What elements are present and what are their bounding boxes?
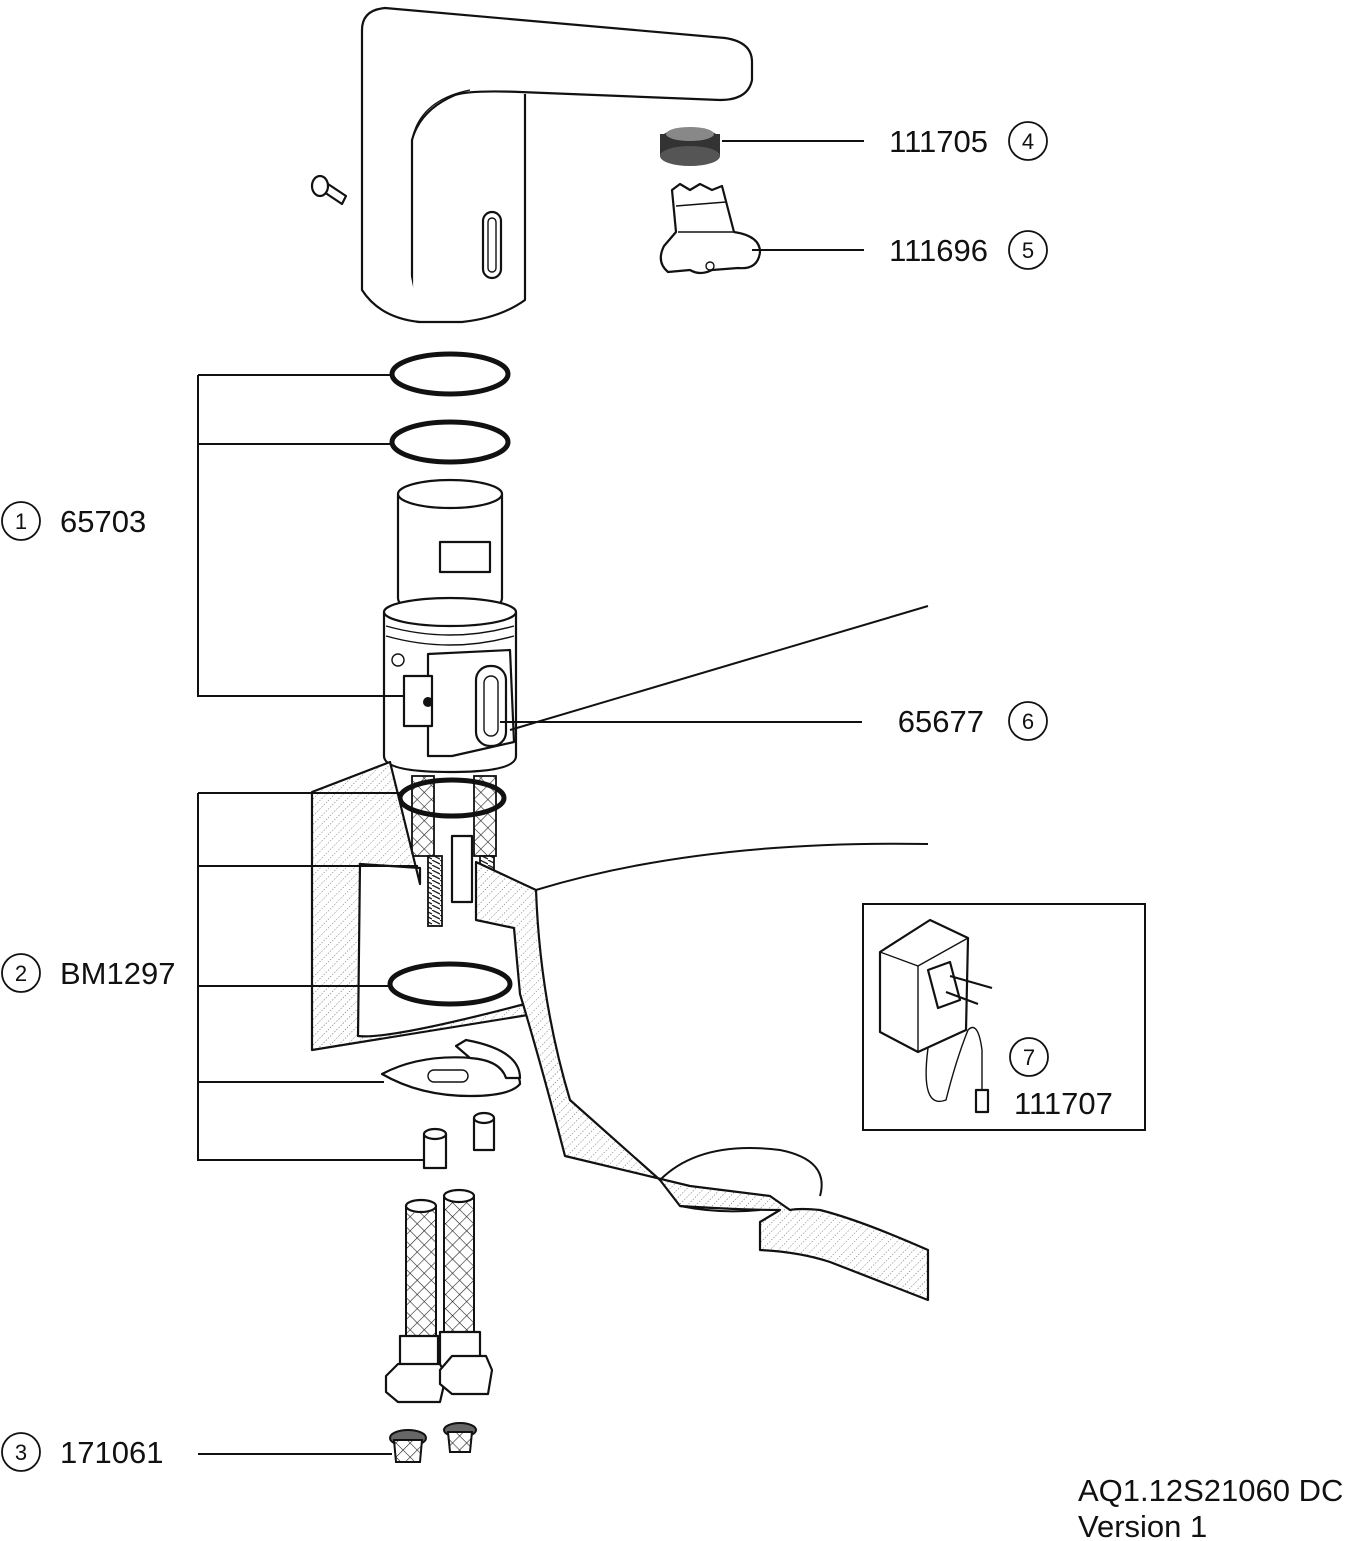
callout-3: 3 171061 (1, 1432, 163, 1472)
callout-7-number: 7 (1023, 1045, 1035, 1070)
callout-5-number: 5 (1022, 238, 1034, 263)
callout-1-number: 1 (15, 509, 27, 534)
callout-3-code: 171061 (60, 1435, 163, 1470)
doc-ref-code: AQ1.12S21060 DC (1078, 1473, 1343, 1508)
countertop-section (310, 760, 930, 1302)
callout-7-code: 111707 (1014, 1086, 1113, 1121)
o-ring-gasket-icon (387, 961, 513, 1007)
callout-2-code: BM1297 (60, 956, 175, 991)
aerator-icon (660, 127, 720, 166)
flexible-hoses-icon (384, 1188, 494, 1404)
callout-6: 65677 6 (898, 701, 1048, 741)
callout-5: 111696 5 (889, 230, 1048, 270)
callout-3-number: 3 (15, 1440, 27, 1465)
power-adapter-icon (878, 918, 993, 1114)
callout-5-code: 111696 (889, 233, 988, 268)
filter-screens-icon (389, 1422, 477, 1463)
leader-lines (197, 140, 929, 1455)
solenoid-cartridge (382, 478, 518, 774)
callout-2-number: 2 (15, 961, 27, 986)
o-ring-upper-icon (389, 351, 511, 397)
o-ring-base-icon (397, 777, 507, 819)
o-ring-lower-icon (389, 419, 511, 465)
callout-1: 1 65703 (1, 501, 146, 541)
doc-ref-version: Version 1 (1078, 1509, 1207, 1541)
callout-4: 111705 4 (889, 121, 1048, 161)
callout-7: 7 111707 (1009, 1037, 1113, 1121)
horseshoe-washer-icon (380, 1038, 522, 1098)
callout-6-number: 6 (1022, 709, 1034, 734)
set-screw-icon (310, 174, 348, 206)
aerator-key-icon (659, 182, 762, 275)
callout-6-code: 65677 (898, 704, 984, 739)
callout-4-number: 4 (1022, 129, 1034, 154)
callout-1-code: 65703 (60, 504, 146, 539)
callout-2: 2 BM1297 (1, 953, 175, 993)
hex-nuts-icon (422, 1111, 496, 1170)
faucet-spout (360, 6, 754, 324)
callout-4-code: 111705 (889, 124, 988, 159)
